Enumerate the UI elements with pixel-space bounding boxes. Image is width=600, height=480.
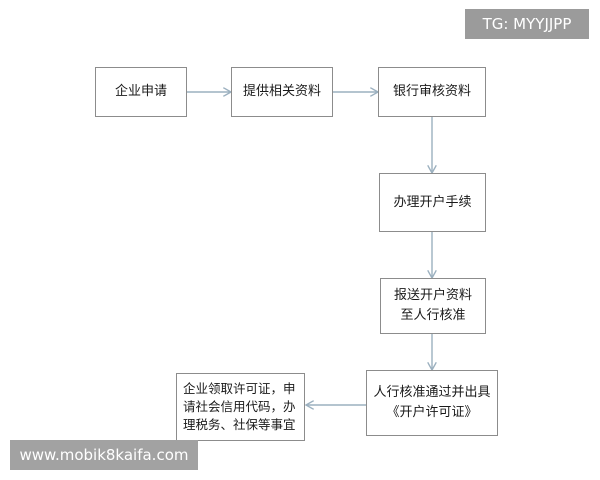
step-submit-to-pboc: 报送开户资料 至人行核准 bbox=[380, 278, 486, 334]
step-license-line-2: 请社会信用代码，办 bbox=[183, 399, 296, 414]
watermark-url-badge: www.mobik8kaifa.com bbox=[10, 440, 198, 470]
step-company-apply: 企业申请 bbox=[95, 67, 187, 117]
watermark-tg-badge: TG: MYYJJPP bbox=[465, 9, 589, 39]
step-approval-line-1: 人行核准通过并出具 bbox=[373, 385, 491, 400]
step-license-line-3: 理税务、社保等事宜 bbox=[183, 417, 296, 432]
step-provide-materials: 提供相关资料 bbox=[231, 67, 333, 117]
step-submit-line-1: 报送开户资料 bbox=[393, 288, 472, 303]
step-open-account: 办理开户手续 bbox=[379, 173, 486, 232]
step-open-account-text: 办理开户手续 bbox=[393, 194, 472, 210]
step-license-line-1: 企业领取许可证，申 bbox=[183, 381, 296, 396]
step-receive-license: 企业领取许可证，申 请社会信用代码，办 理税务、社保等事宜 bbox=[176, 373, 305, 441]
step-company-apply-text: 企业申请 bbox=[114, 84, 167, 99]
step-pboc-approval: 人行核准通过并出具 《开户许可证》 bbox=[366, 370, 498, 436]
step-bank-review: 银行审核资料 bbox=[378, 67, 486, 117]
step-submit-line-2: 至人行核准 bbox=[400, 308, 466, 323]
step-approval-line-2: 《开户许可证》 bbox=[386, 405, 478, 420]
step-bank-review-text: 银行审核资料 bbox=[392, 84, 471, 99]
step-provide-materials-text: 提供相关资料 bbox=[242, 84, 321, 99]
